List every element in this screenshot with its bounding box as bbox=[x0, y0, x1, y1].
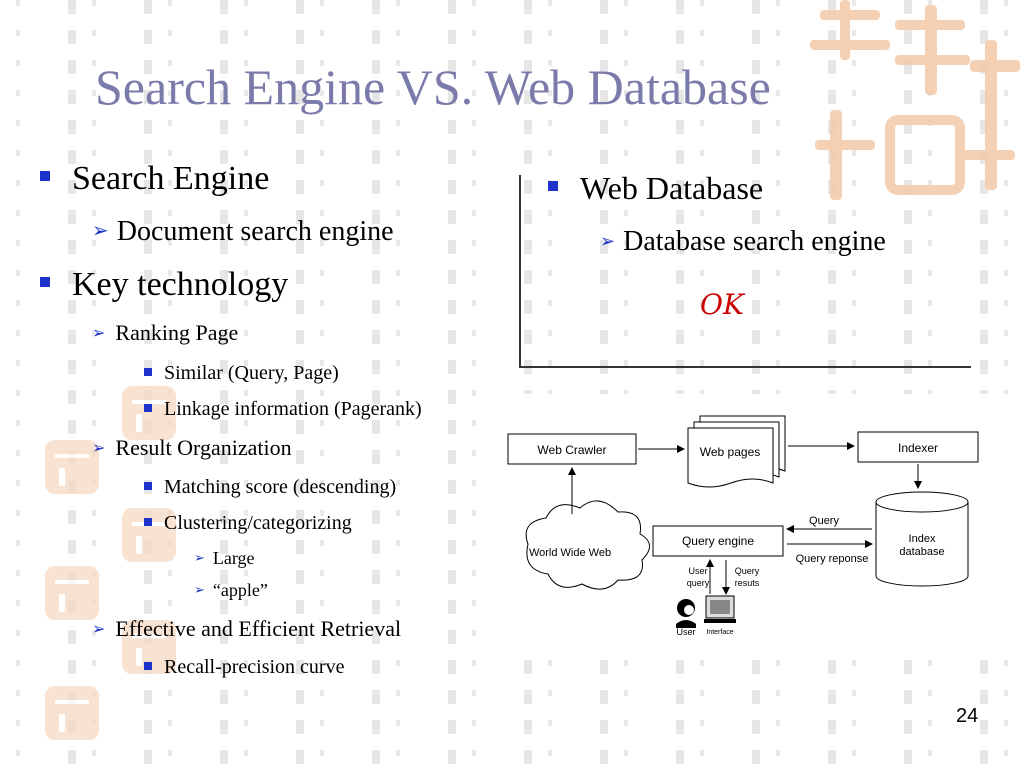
bullet-document-search-engine: ➢Document search engine bbox=[92, 216, 394, 247]
arrow-bullet-icon: ➢ bbox=[194, 551, 205, 566]
bullet-recall-precision: Recall-precision curve bbox=[144, 656, 344, 679]
decorative-seal bbox=[122, 508, 176, 562]
web-pages-label: Web pages bbox=[700, 445, 761, 459]
query-results-label-2: resuts bbox=[735, 578, 760, 588]
query-results-label-1: Query bbox=[735, 566, 760, 576]
bullet-result-organization: ➢Result Organization bbox=[92, 435, 292, 460]
index-database-cylinder: Index database bbox=[875, 491, 969, 587]
bullet-ranking-page: ➢Ranking Page bbox=[92, 320, 239, 345]
square-bullet-icon bbox=[40, 277, 50, 287]
world-wide-web-cloud: World Wide Web bbox=[525, 500, 650, 590]
decorative-seal bbox=[45, 686, 99, 740]
ok-annotation: OK bbox=[700, 288, 744, 321]
index-database-label-2: database bbox=[899, 546, 944, 558]
web-pages-stack: Web pages bbox=[687, 415, 786, 488]
bullet-large: ➢Large bbox=[194, 548, 255, 568]
decorative-seal-large bbox=[810, 0, 1020, 200]
bullet-matching-score: Matching score (descending) bbox=[144, 476, 396, 499]
user-label: User bbox=[676, 627, 695, 637]
user-query-label-2: query bbox=[687, 578, 710, 588]
arrow-bullet-icon: ➢ bbox=[92, 323, 106, 342]
query-engine-box: Query engine bbox=[652, 525, 784, 557]
square-bullet-icon bbox=[144, 368, 152, 376]
search-engine-architecture-diagram: Web Crawler Web pages Indexer Index data… bbox=[498, 394, 1008, 644]
web-crawler-box: Web Crawler bbox=[507, 433, 637, 465]
user-query-label-1: User bbox=[688, 566, 707, 576]
bullet-key-technology: Key technology bbox=[40, 266, 288, 304]
divider-horizontal bbox=[519, 366, 971, 368]
web-crawler-label: Web Crawler bbox=[537, 443, 606, 457]
bullet-similar-query-page: Similar (Query, Page) bbox=[144, 362, 339, 385]
indexer-box: Indexer bbox=[857, 431, 979, 463]
index-database-label-1: Index bbox=[909, 533, 936, 545]
page-number: 24 bbox=[956, 705, 979, 727]
decorative-seal bbox=[122, 386, 176, 440]
query-arrow-label: Query bbox=[809, 515, 839, 527]
indexer-label: Indexer bbox=[898, 441, 938, 455]
arrow-bullet-icon: ➢ bbox=[194, 583, 205, 598]
bullet-database-search-engine: ➢Database search engine bbox=[600, 226, 886, 257]
interface-label: Interface bbox=[706, 629, 733, 636]
bullet-web-database: Web Database bbox=[548, 170, 763, 207]
bullet-clustering: Clustering/categorizing bbox=[144, 512, 352, 535]
query-engine-label: Query engine bbox=[682, 534, 754, 548]
bullet-linkage-information: Linkage information (Pagerank) bbox=[144, 398, 422, 421]
decorative-seal bbox=[45, 440, 99, 494]
computer-interface-icon bbox=[704, 595, 736, 623]
arrow-bullet-icon: ➢ bbox=[92, 619, 106, 638]
bullet-search-engine: Search Engine bbox=[40, 160, 269, 198]
arrow-bullet-icon: ➢ bbox=[600, 231, 616, 252]
world-wide-web-label: World Wide Web bbox=[529, 547, 611, 559]
square-bullet-icon bbox=[144, 662, 152, 670]
square-bullet-icon bbox=[40, 171, 50, 181]
square-bullet-icon bbox=[548, 181, 558, 191]
bullet-effective-retrieval: ➢Effective and Efficient Retrieval bbox=[92, 616, 402, 641]
decorative-seal bbox=[45, 566, 99, 620]
square-bullet-icon bbox=[144, 404, 152, 412]
user-icon bbox=[676, 599, 696, 628]
bullet-apple: ➢“apple” bbox=[194, 580, 268, 600]
square-bullet-icon bbox=[144, 518, 152, 526]
arrow-bullet-icon: ➢ bbox=[92, 438, 106, 457]
square-bullet-icon bbox=[144, 482, 152, 490]
query-reponse-arrow-label: Query reponse bbox=[796, 553, 869, 565]
divider-vertical bbox=[519, 175, 521, 368]
slide-title: Search Engine VS. Web Database bbox=[95, 59, 771, 115]
arrow-bullet-icon: ➢ bbox=[92, 218, 109, 242]
